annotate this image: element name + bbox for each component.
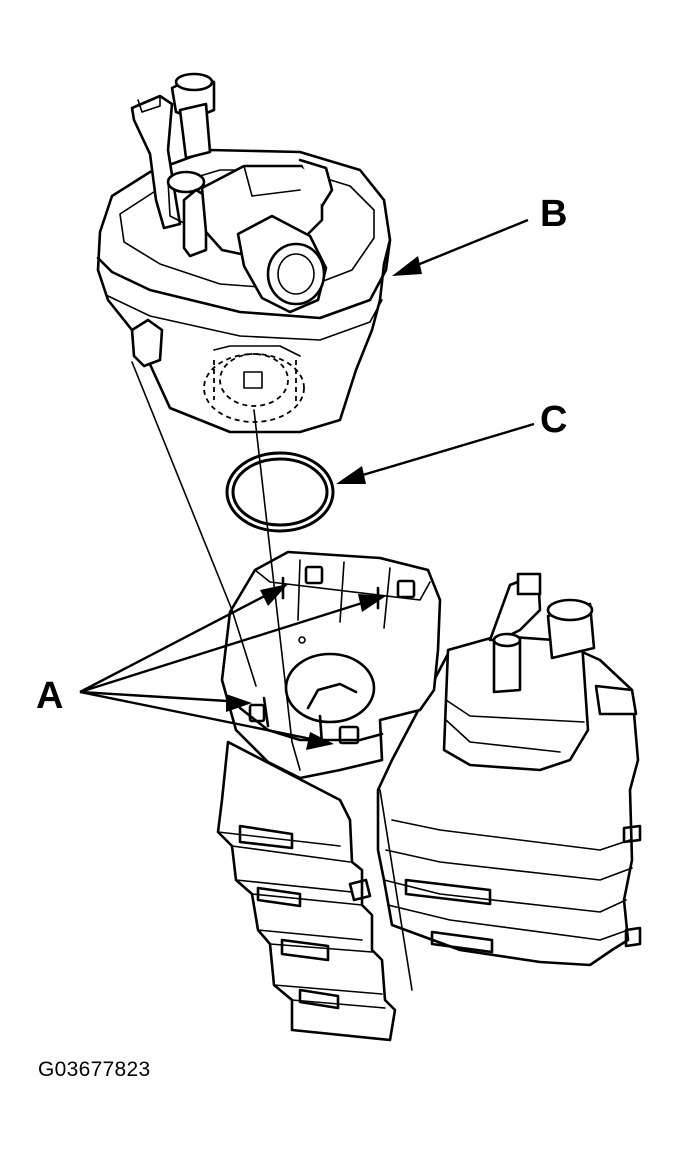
lower-assembly	[216, 572, 642, 1042]
assembly-guide-lines	[131, 361, 301, 771]
leader-c	[336, 422, 535, 484]
upper-unit	[96, 72, 392, 434]
leader-b	[392, 218, 529, 276]
callout-b: B	[540, 193, 567, 235]
figure-code: G03677823	[38, 1058, 151, 1081]
o-ring	[225, 451, 335, 533]
callout-a: A	[36, 675, 63, 717]
leader-a	[79, 584, 386, 750]
callout-c: C	[540, 399, 567, 441]
